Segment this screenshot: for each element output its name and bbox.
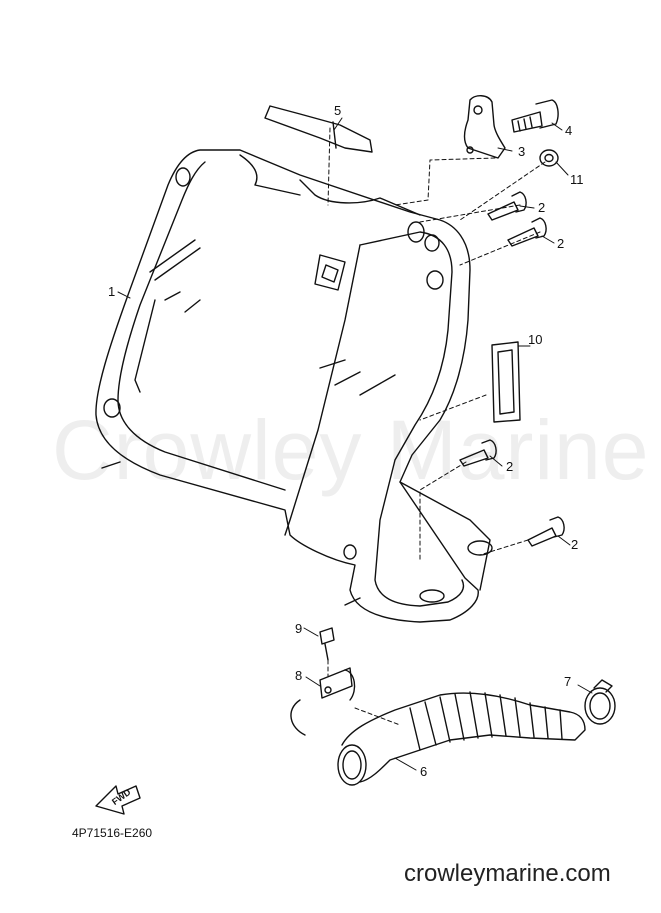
callout-3: 3 bbox=[518, 144, 526, 159]
callout-2-a: 2 bbox=[538, 200, 546, 215]
callout-9: 9 bbox=[295, 621, 303, 636]
part-1-housing bbox=[95, 149, 493, 623]
part-3-bracket bbox=[463, 95, 506, 159]
watermark-text: Crowley Marine bbox=[52, 403, 650, 497]
callout-1: 1 bbox=[108, 284, 116, 299]
leader-lines bbox=[117, 117, 593, 771]
callout-10: 10 bbox=[528, 332, 543, 347]
callout-2-d: 2 bbox=[571, 537, 579, 552]
part-6-hose bbox=[337, 691, 586, 786]
part-8-clip bbox=[290, 667, 356, 736]
callout-11: 11 bbox=[570, 172, 584, 187]
part-2-screw-a bbox=[487, 191, 527, 221]
callout-5: 5 bbox=[334, 103, 342, 118]
part-5-strip bbox=[264, 105, 373, 153]
part-9-screw bbox=[319, 627, 335, 661]
part-7-clamp bbox=[584, 679, 616, 725]
fwd-arrow-icon bbox=[95, 785, 141, 815]
diagram-code: 4P71516-E260 bbox=[72, 826, 153, 840]
website-text: crowleymarine.com bbox=[404, 860, 611, 887]
callout-2-c: 2 bbox=[506, 459, 514, 474]
callout-8: 8 bbox=[295, 668, 303, 683]
callout-2-b: 2 bbox=[557, 236, 565, 251]
callout-4: 4 bbox=[565, 123, 573, 138]
part-10-gasket bbox=[491, 341, 521, 423]
part-4-bolt bbox=[511, 99, 559, 133]
part-11-grommet bbox=[539, 149, 559, 167]
callout-7: 7 bbox=[564, 674, 572, 689]
callout-6: 6 bbox=[420, 764, 428, 779]
part-2-screw-d bbox=[527, 516, 565, 547]
